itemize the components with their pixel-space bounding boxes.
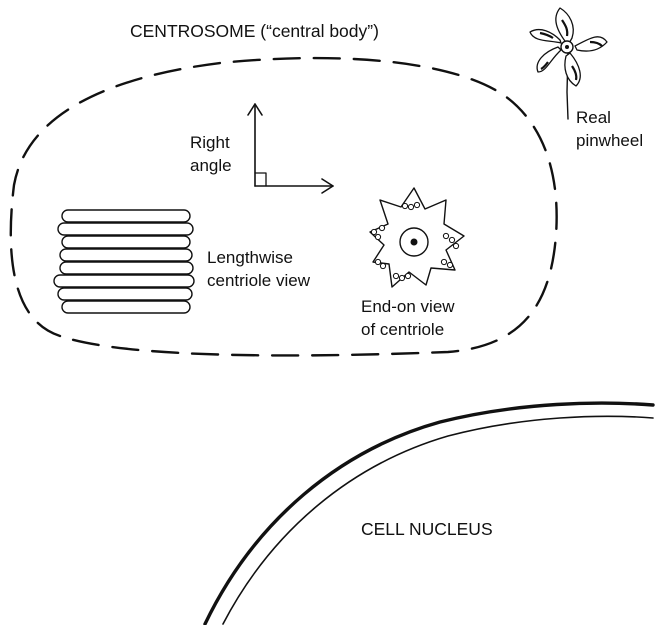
microtubule-bead xyxy=(441,259,446,264)
microtubule-bead xyxy=(443,233,448,238)
pinwheel-icon xyxy=(530,8,607,119)
microtubule-bead xyxy=(408,204,413,209)
microtubule-bead xyxy=(449,237,454,242)
centriole-tube xyxy=(60,262,193,274)
microtubule-bead xyxy=(447,262,452,267)
microtubule-bead xyxy=(414,202,419,207)
centriole-tube xyxy=(62,210,190,222)
microtubule-bead xyxy=(402,203,407,208)
centriole-tube xyxy=(54,275,194,287)
right-angle-label: Right angle xyxy=(190,131,232,177)
microtubule-bead xyxy=(380,263,385,268)
right-angle-indicator xyxy=(248,104,333,193)
lengthwise-centriole-label: Lengthwise centriole view xyxy=(207,246,310,292)
centriole-tube xyxy=(60,249,192,261)
lengthwise-centriole xyxy=(54,210,194,313)
diagram-title: CENTROSOME (“central body”) xyxy=(130,20,379,43)
centriole-tube xyxy=(58,223,193,235)
centriole-core xyxy=(411,239,418,246)
microtubule-bead xyxy=(393,273,398,278)
microtubule-bead xyxy=(371,229,376,234)
cell-nucleus-label: CELL NUCLEUS xyxy=(361,518,493,541)
end-on-centriole-label: End-on view of centriole xyxy=(361,295,455,341)
microtubule-bead xyxy=(375,259,380,264)
pinwheel-label: Real pinwheel xyxy=(576,106,643,152)
centriole-tube xyxy=(62,301,190,313)
microtubule-bead xyxy=(405,273,410,278)
microtubule-bead xyxy=(453,243,458,248)
cell-nucleus-edge xyxy=(205,403,653,624)
microtubule-bead xyxy=(399,275,404,280)
microtubule-bead xyxy=(379,225,384,230)
microtubule-bead xyxy=(375,234,380,239)
end-on-centriole xyxy=(370,188,464,287)
centriole-tube xyxy=(58,288,192,300)
centriole-tube xyxy=(62,236,190,248)
